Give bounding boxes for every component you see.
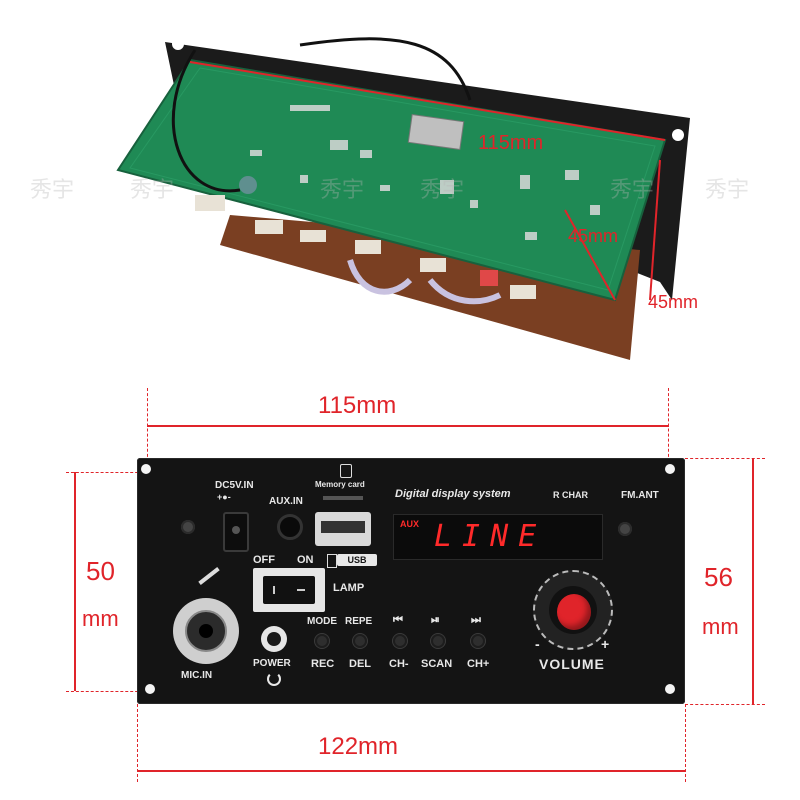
power-icon: [267, 672, 281, 686]
switch-on-label: ON: [297, 554, 314, 566]
watermark: 秀宇: [705, 178, 750, 203]
btn-label-bottom: CH-: [389, 658, 409, 670]
mode-rec-button[interactable]: [315, 634, 329, 648]
next-icon: ⏭: [471, 614, 481, 626]
rchar-label: R CHAR: [553, 490, 588, 500]
btn-label-bottom: CH+: [467, 658, 490, 670]
dim-guide: [668, 388, 669, 472]
watermark: 秀宇: [420, 178, 465, 203]
white-connectors: [195, 195, 536, 299]
lamp-label: LAMP: [333, 582, 365, 594]
volume-label: VOLUME: [539, 656, 605, 672]
dim-guide: [685, 704, 686, 782]
pcb-components: [250, 105, 600, 240]
mount-hole: [665, 684, 675, 694]
bracket-hole-left: [172, 38, 184, 50]
play-scan-button[interactable]: [431, 634, 445, 648]
volume-knob[interactable]: [557, 594, 591, 630]
mic-jack[interactable]: [173, 598, 239, 664]
dim-right-value: 56: [704, 562, 733, 592]
switch-off-label: OFF: [253, 554, 275, 566]
screw-icon: [618, 522, 632, 536]
prev-ch-minus-button[interactable]: [393, 634, 407, 648]
btn-label-bottom: REC: [311, 658, 335, 670]
pcb-dimension-outline: [189, 61, 666, 141]
btn-label-top: MODE: [307, 616, 337, 627]
lamp-icon: [198, 567, 220, 585]
watermark: 秀宇: [130, 178, 175, 203]
btn-label-bottom: DEL: [349, 658, 371, 670]
dim-guide: [685, 458, 765, 459]
photo-dim-height-2: 45mm: [648, 292, 699, 312]
dim-bottom-width: 122mm: [318, 733, 399, 760]
dim-line-left: [74, 472, 76, 691]
dim-guide: [137, 704, 138, 782]
dim-guide: [147, 388, 148, 472]
dim-left-unit: mm: [82, 606, 119, 631]
display-mode: AUX: [400, 519, 420, 529]
dim-line-top: [147, 425, 669, 427]
usb-icon: [327, 554, 337, 568]
dim-guide: [66, 472, 148, 473]
repe-del-button[interactable]: [353, 634, 367, 648]
next-ch-plus-button[interactable]: [471, 634, 485, 648]
mount-hole: [145, 684, 155, 694]
lamp-switch[interactable]: [253, 568, 325, 612]
photo-dim-height-1: 45mm: [568, 226, 619, 246]
btn-label-bottom: SCAN: [421, 658, 453, 670]
dim-line-right: [752, 458, 754, 704]
display-text: LINE: [434, 519, 547, 554]
dim-guide: [685, 704, 765, 705]
power-label: POWER: [253, 658, 291, 669]
usb-port[interactable]: [315, 512, 371, 546]
dc-label: DC5V.IN: [215, 480, 254, 491]
brand-label: Digital display system: [395, 488, 511, 500]
fm-ant-label: FM.ANT: [621, 490, 659, 501]
btn-label-top: REPE: [345, 616, 373, 627]
memory-card-label: Memory card: [315, 480, 365, 489]
watermark: 秀宇: [320, 178, 365, 203]
prev-icon: ⏮: [393, 614, 403, 626]
led-display: AUX LINE: [393, 514, 603, 560]
dim-top-width: 115mm: [318, 392, 397, 419]
bracket-hole-right: [672, 129, 684, 141]
volume-plus: +: [601, 636, 610, 652]
photo-dim-length: 115mm: [478, 132, 544, 154]
antenna-wire: [171, 49, 241, 193]
mic-label: MIC.IN: [181, 670, 213, 681]
dc-jack[interactable]: [223, 512, 249, 552]
dim-left-value: 50: [86, 556, 115, 586]
dim-line-bottom: [137, 770, 685, 772]
mount-hole: [665, 464, 675, 474]
memory-card-slot[interactable]: [323, 496, 363, 500]
pcb-photo: [116, 37, 690, 360]
dim-right-unit: mm: [702, 614, 739, 639]
watermark: 秀宇: [30, 178, 75, 203]
volume-minus: -: [535, 636, 540, 652]
power-button[interactable]: [261, 626, 287, 652]
front-panel: DC5V.IN +●- AUX.IN Memory card USB OFF O…: [137, 458, 685, 704]
sd-slot: [407, 113, 465, 151]
dc-symbol: +●-: [217, 492, 231, 502]
screw-icon: [181, 520, 195, 534]
mount-hole: [141, 464, 151, 474]
aux-label: AUX.IN: [269, 496, 303, 507]
watermark: 秀宇: [610, 178, 655, 203]
play-pause-icon: ⏯: [431, 614, 440, 626]
dim-guide: [66, 691, 148, 692]
usb-label: USB: [337, 554, 377, 566]
memory-card-icon: [340, 464, 352, 478]
aux-jack[interactable]: [277, 514, 303, 540]
